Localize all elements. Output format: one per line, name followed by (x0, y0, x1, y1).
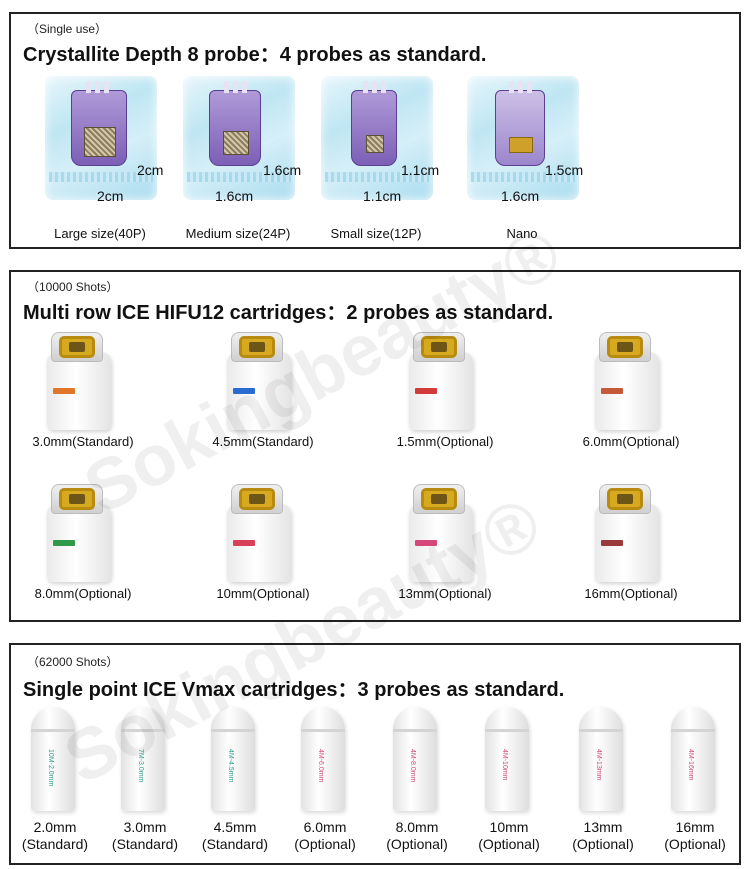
crystallite-probe-panel: （Single use） Crystallite Depth 8 probe：4… (9, 12, 741, 249)
vmax-depth: 2.0mm (33, 819, 77, 835)
single-use-note: （Single use） (27, 22, 108, 36)
cartridge-label: 6.0mm(Optional) (582, 434, 680, 449)
hifu-cartridge: 3.0mm(Standard) (23, 330, 143, 470)
cartridge-label: 4.5mm(Standard) (212, 434, 314, 449)
cartridge-color-strip (601, 388, 623, 394)
vmax-type: (Optional) (478, 836, 540, 852)
cartridge-color-strip (415, 540, 437, 546)
cartridge-color-strip (415, 388, 437, 394)
vmax-type: (Optional) (294, 836, 356, 852)
shots-note: （62000 Shots） (27, 655, 119, 669)
probe-dim-width: 2cm (137, 162, 164, 178)
vmax-depth: 8.0mm (395, 819, 439, 835)
vmax-cartridge: 4M-6.0mm 6.0mm (Optional) (279, 707, 371, 857)
probe-dim-width: 1.6cm (263, 162, 302, 178)
probe-dim-width: 1.5cm (545, 162, 584, 178)
hifu-cartridge: 8.0mm(Optional) (23, 482, 143, 622)
probe-medium: 1.6cm 1.6cm Medium size(24P) (179, 76, 301, 241)
probe-device (209, 81, 261, 166)
probe-dim-height: 2cm (97, 188, 124, 204)
vmax-type: (Optional) (572, 836, 634, 852)
vmax-cartridge-panel: （62000 Shots） Single point ICE Vmax cart… (9, 643, 741, 865)
probe-device (495, 81, 545, 166)
cartridge-color-strip (233, 388, 255, 394)
vmax-depth: 3.0mm (123, 819, 167, 835)
cartridge-label: 16mm(Optional) (584, 586, 678, 601)
vmax-print: 4M-6.0mm (317, 749, 324, 783)
shots-note: （10000 Shots） (27, 280, 119, 294)
vmax-type: (Standard) (21, 836, 89, 852)
probe-dim-width: 1.1cm (401, 162, 440, 178)
vmax-print: 4M-13mm (595, 749, 602, 781)
vmax-heading: Single point ICE Vmax cartridges：3 probe… (23, 679, 565, 701)
probe-device (351, 81, 397, 166)
probe-small: 1.1cm 1.1cm Small size(12P) (317, 76, 439, 241)
vmax-cartridge: 4M-10mm 10mm (Optional) (463, 707, 555, 857)
crystallite-heading: Crystallite Depth 8 probe：4 probes as st… (23, 44, 487, 66)
hifu-cartridge: 16mm(Optional) (571, 482, 691, 622)
probe-label: Large size(40P) (54, 226, 146, 241)
vmax-type: (Optional) (664, 836, 726, 852)
vmax-print: 4M-4.5mm (227, 749, 234, 783)
hifu-cartridge-panel: （10000 Shots） Multi row ICE HIFU12 cartr… (9, 270, 741, 622)
hifu-cartridge: 6.0mm(Optional) (571, 330, 691, 470)
probe-device (71, 81, 127, 166)
cartridge-label: 3.0mm(Standard) (32, 434, 134, 449)
vmax-cartridge: 7M-3.0mm 3.0mm (Standard) (99, 707, 191, 857)
vmax-depth: 13mm (583, 819, 623, 835)
vmax-type: (Standard) (201, 836, 269, 852)
probe-label: Small size(12P) (330, 226, 422, 241)
vmax-cartridge: 4M-13mm 13mm (Optional) (557, 707, 649, 857)
vmax-depth: 4.5mm (213, 819, 257, 835)
vmax-cartridge: 4M-8.0mm 8.0mm (Optional) (371, 707, 463, 857)
cartridge-color-strip (233, 540, 255, 546)
vmax-print: 4M-8.0mm (409, 749, 416, 783)
probe-label: Medium size(24P) (185, 226, 291, 241)
probe-dim-height: 1.1cm (363, 188, 402, 204)
vmax-depth: 16mm (675, 819, 715, 835)
cartridge-color-strip (601, 540, 623, 546)
vmax-print: 4M-10mm (501, 749, 508, 781)
probe-nano: 1.5cm 1.6cm Nano (463, 76, 584, 241)
vmax-depth: 10mm (489, 819, 529, 835)
hifu-cartridge: 13mm(Optional) (385, 482, 505, 622)
cartridge-label: 10mm(Optional) (216, 586, 310, 601)
cartridge-color-strip (53, 388, 75, 394)
vmax-type: (Standard) (111, 836, 179, 852)
vmax-print: 7M-3.0mm (137, 749, 144, 783)
hifu-cartridge: 1.5mm(Optional) (385, 330, 505, 470)
vmax-print: 10M-2.0mm (47, 749, 54, 787)
cartridge-color-strip (53, 540, 75, 546)
probe-dim-height: 1.6cm (501, 188, 540, 204)
vmax-cartridge: 4M-4.5mm 4.5mm (Standard) (189, 707, 281, 857)
vmax-cartridge: 4M-16mm 16mm (Optional) (649, 707, 741, 857)
cartridge-label: 1.5mm(Optional) (396, 434, 494, 449)
cartridge-label: 13mm(Optional) (398, 586, 492, 601)
hifu-heading: Multi row ICE HIFU12 cartridges：2 probes… (23, 302, 554, 324)
vmax-cartridge: 10M-2.0mm 2.0mm (Standard) (9, 707, 101, 857)
probe-label: Nano (506, 226, 538, 241)
probe-dim-height: 1.6cm (215, 188, 254, 204)
hifu-cartridge: 10mm(Optional) (203, 482, 323, 622)
vmax-type: (Optional) (386, 836, 448, 852)
probe-large: 2cm 2cm Large size(40P) (41, 76, 163, 241)
vmax-print: 4M-16mm (687, 749, 694, 781)
hifu-cartridge: 4.5mm(Standard) (203, 330, 323, 470)
cartridge-label: 8.0mm(Optional) (34, 586, 132, 601)
vmax-depth: 6.0mm (303, 819, 347, 835)
